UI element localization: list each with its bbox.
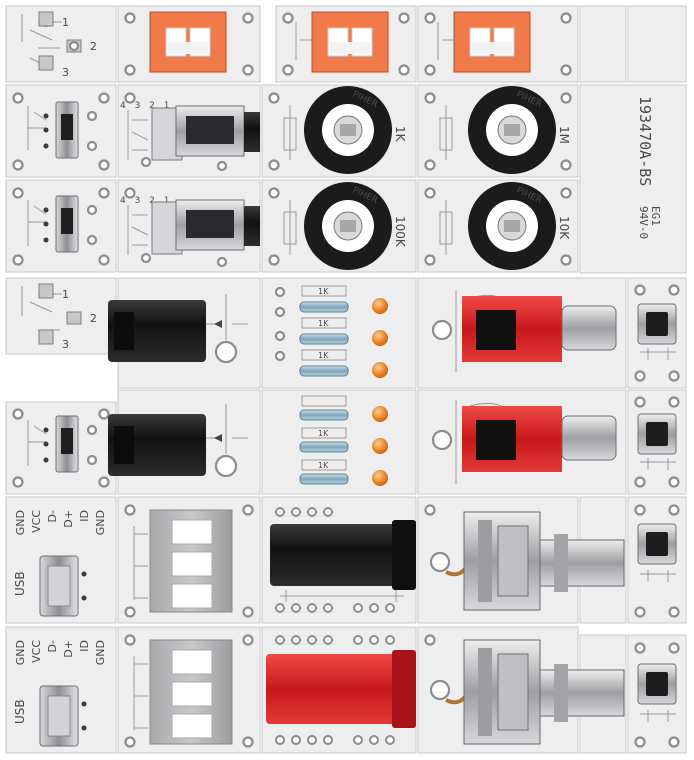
orange-switch bbox=[437, 11, 531, 73]
usb-breakout: GND VCC D- D+ ID GND USB bbox=[13, 510, 107, 617]
usb-pin-label: VCC bbox=[30, 510, 43, 533]
tactile-button bbox=[637, 663, 677, 722]
tactile-button bbox=[637, 303, 677, 360]
slide-switch-module bbox=[27, 415, 98, 473]
resistor-label: 1K bbox=[318, 351, 329, 360]
tactile-button bbox=[637, 413, 677, 470]
black-socket bbox=[270, 507, 416, 613]
push-terminal-block bbox=[133, 509, 233, 613]
usb-pin-label: GND bbox=[14, 640, 27, 665]
dc-barrel-jack bbox=[108, 404, 248, 478]
resistor-led-module: 1K 1K 1K bbox=[274, 285, 388, 378]
dc-barrel-jack bbox=[108, 294, 248, 364]
slide-switch-module bbox=[27, 101, 98, 159]
pot-value: 10K bbox=[557, 216, 571, 240]
red-socket bbox=[266, 635, 416, 745]
potentiometer: PIHER 1M bbox=[439, 86, 571, 174]
resistor-label: 1K bbox=[318, 287, 329, 296]
audio-jack-module: 4 3 2 1 bbox=[120, 196, 260, 268]
pin-label: 2 bbox=[90, 40, 97, 53]
pcb-marking-1: EG1 bbox=[649, 206, 662, 226]
usb-pin-label: GND bbox=[94, 640, 107, 665]
red-rca-jack bbox=[431, 400, 617, 484]
usb-pin-label: ID bbox=[78, 510, 91, 522]
usb-pin-label: D+ bbox=[62, 510, 75, 528]
usb-pin-label: D- bbox=[46, 510, 59, 522]
push-terminal-block bbox=[133, 639, 233, 745]
usb-pin-label: GND bbox=[14, 510, 27, 535]
pcb-code: 193470A-BS bbox=[636, 96, 654, 186]
tactile-button bbox=[637, 523, 677, 582]
pot-value: 1M bbox=[557, 126, 571, 144]
pin-label: 3 bbox=[62, 338, 69, 351]
pot-value: 1K bbox=[393, 126, 407, 143]
jumper-header-module: 1 2 3 bbox=[21, 11, 97, 79]
pin-label: 3 bbox=[62, 66, 69, 79]
pcb-marking: 193470A-BS EG1 94V-0 bbox=[636, 96, 662, 239]
resistor-label: 1K bbox=[318, 319, 329, 328]
orange-switch bbox=[295, 11, 389, 73]
usb-pin-label: ID bbox=[78, 640, 91, 652]
resistor-led-module: 1K 1K bbox=[299, 395, 388, 486]
red-rca-jack bbox=[431, 290, 617, 372]
usb-label: USB bbox=[13, 571, 27, 596]
potentiometer: PIHER 1K bbox=[283, 86, 407, 174]
bnc-connector bbox=[429, 511, 625, 611]
usb-breakout: GND VCC D- D+ ID GND USB bbox=[13, 640, 107, 747]
usb-pin-label: D- bbox=[46, 640, 59, 652]
usb-pin-label: GND bbox=[94, 510, 107, 535]
bnc-connector bbox=[429, 639, 625, 745]
jack-pin-label: 4 3 2 1 bbox=[120, 196, 173, 206]
resistor-label: 1K bbox=[318, 461, 329, 470]
pin-label: 1 bbox=[62, 16, 69, 29]
orange-switch bbox=[149, 11, 227, 73]
pin-label: 2 bbox=[90, 312, 97, 325]
potentiometer: PIHER 100K bbox=[283, 182, 407, 270]
slide-switch-module bbox=[27, 195, 98, 253]
pot-value: 100K bbox=[393, 216, 407, 248]
jack-pin-label: 4 3 2 1 bbox=[120, 101, 173, 111]
audio-jack-module: 4 3 2 1 bbox=[120, 101, 260, 172]
usb-label: USB bbox=[13, 699, 27, 724]
usb-pin-label: VCC bbox=[30, 640, 43, 663]
jumper-header-module: 1 2 3 bbox=[21, 283, 97, 351]
mounting-pads bbox=[12, 12, 680, 748]
resistor-label: 1K bbox=[318, 429, 329, 438]
pcb-marking-2: 94V-0 bbox=[637, 206, 650, 239]
usb-pin-label: D+ bbox=[62, 640, 75, 658]
pin-label: 1 bbox=[62, 288, 69, 301]
potentiometer: PIHER 10K bbox=[439, 182, 571, 270]
